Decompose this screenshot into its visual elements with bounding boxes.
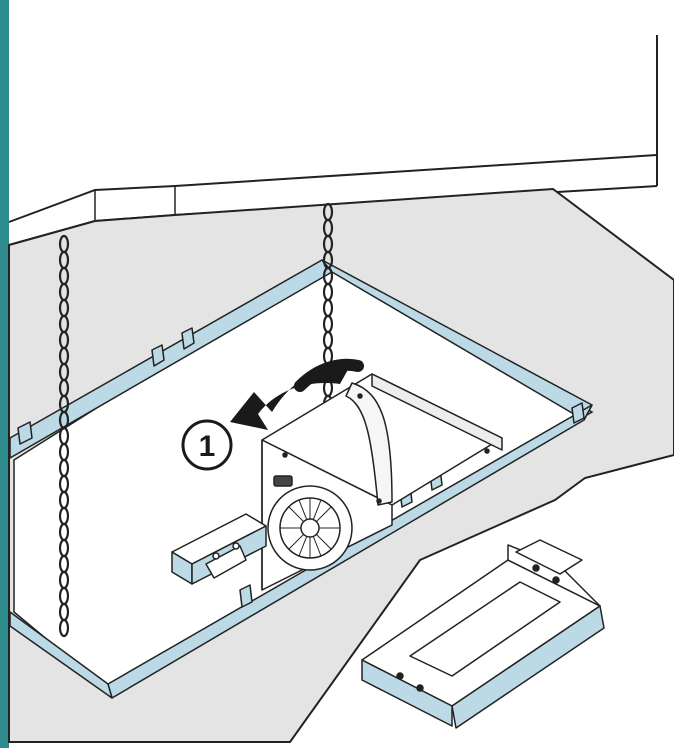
fan-housing [261,373,503,591]
mounting-bracket-right [361,539,605,729]
rotation-arrow-tail [294,358,364,392]
page-border-left [0,0,9,748]
suspension-chain-left [58,234,70,638]
step-callout-number: 1 [199,430,216,463]
step-callout: 1 [181,419,233,471]
mounting-bracket-left [171,513,267,585]
rotation-arrow [230,365,350,430]
